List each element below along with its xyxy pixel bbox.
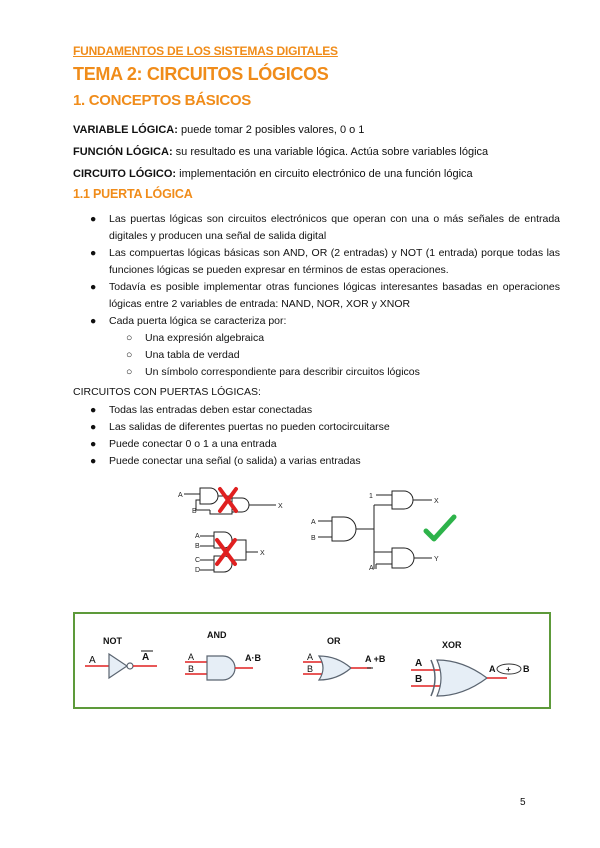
not-gate-title: NOT [103,636,123,646]
wrong-circuit-2 [200,531,258,573]
bullet-icon: ● [90,281,97,293]
definition-term: FUNCIÓN LÓGICA: [73,146,173,158]
xor-input-b: B [415,674,422,685]
cross-icon [218,487,238,513]
list-item-text: Una expresión algebraica [145,332,265,344]
list-item-text: Las salidas de diferentes puertas no pue… [109,421,390,433]
circuitos-bullet-list: ● Todas las entradas deben estar conectad… [90,402,560,470]
bullet-icon: ● [90,315,97,327]
circuitos-heading: CIRCUITOS CON PUERTAS LÓGICAS: [73,386,261,398]
input-label: A [311,519,316,526]
definition-text: su resultado es una variable lógica. Act… [172,146,489,158]
and-input-a: A [188,652,194,662]
input-label: D [195,567,200,574]
input-label: B [311,535,316,542]
xor-output-b: B [523,664,530,674]
list-item-text: Una tabla de verdad [145,349,240,361]
or-input-a: A [307,652,313,662]
bullet-icon: ● [90,438,97,450]
list-item: ● Puede conectar una señal (o salida) a v… [90,453,560,470]
definition-text: implementación en circuito electrónico d… [176,168,473,180]
sub-bullet-icon: ○ [126,366,133,378]
input-label: 1 [369,493,373,500]
xor-output-op: + [506,665,511,674]
not-output-label: A [142,652,149,663]
input-label: A [195,533,200,540]
list-item-text: Cada puerta lógica se caracteriza por: [109,315,287,327]
bullet-icon: ● [90,247,97,259]
bullet-icon: ● [90,455,97,467]
bullet-icon: ● [90,404,97,416]
input-label: B [195,543,200,550]
list-item: ○ Un símbolo correspondiente para describ… [126,364,545,381]
bullet-icon: ● [90,421,97,433]
xor-output-a: A [489,664,496,674]
output-label: X [278,503,283,510]
sub-bullet-icon: ○ [126,349,133,361]
list-item-text: Un símbolo correspondiente para describi… [145,366,420,378]
definition-circuito: CIRCUITO LÓGICO: implementación en circu… [73,168,473,180]
list-item-text: Todas las entradas deben estar conectada… [109,404,313,416]
chapter-title: TEMA 2: CIRCUITOS LÓGICOS [73,64,329,84]
output-label: X [260,550,265,557]
input-label: A [369,565,374,572]
list-item: ● Las salidas de diferentes puertas no pu… [90,419,560,436]
list-item: ● Todas las entradas deben estar conectad… [90,402,560,419]
course-title: FUNDAMENTOS DE LOS SISTEMAS DIGITALES [73,44,338,58]
list-item: ○ Una tabla de verdad [126,347,545,364]
not-gate-symbol [85,650,157,680]
list-item-text: Puede conectar una señal (o salida) a va… [109,455,361,467]
list-item: ● Las compuertas lógicas básicas son AND,… [90,245,560,279]
section-heading: 1. CONCEPTOS BÁSICOS [73,92,251,109]
not-input-label: A [89,655,96,666]
bullet-icon: ● [90,213,97,225]
list-item: ● Todavía es posible implementar otras fu… [90,279,560,313]
basic-gates-figure: NOT AND OR XOR A A A [85,630,530,697]
list-item: ● Las puertas lógicas son circuitos elect… [90,211,560,245]
basic-gates-box: NOT AND OR XOR A A A [73,612,551,709]
definition-term: CIRCUITO LÓGICO: [73,168,177,180]
or-input-b: B [307,664,313,674]
input-label: A [178,492,183,499]
input-label: B [192,508,197,515]
circuit-examples-figure: A B X A B C D X 1 A B A X Y [178,487,457,574]
cross-icon [215,538,237,566]
xor-gate-symbol [411,659,522,697]
list-item: ● Cada puerta lógica se caracteriza por: [90,313,560,330]
output-label: X [434,498,439,505]
sub-bullet-icon: ○ [126,332,133,344]
puerta-bullet-list: ● Las puertas lógicas son circuitos elect… [90,211,560,330]
page-number: 5 [520,797,526,808]
list-item-text: Las compuertas lógicas básicas son AND, … [109,247,560,276]
xor-input-a: A [415,658,422,669]
or-gate-symbol [303,655,373,681]
definition-variable: VARIABLE LÓGICA: puede tomar 2 posibles … [73,124,364,136]
xor-gate-title: XOR [442,640,462,650]
definition-term: VARIABLE LÓGICA: [73,124,178,136]
list-item-text: Todavía es posible implementar otras fun… [109,281,560,310]
list-item: ○ Una expresión algebraica [126,330,545,347]
and-output-label: A·B [245,653,261,663]
input-label: C [195,557,200,564]
list-item-text: Las puertas lógicas son circuitos electr… [109,213,560,242]
and-gate-symbol [185,655,253,681]
list-item-text: Puede conectar 0 o 1 a una entrada [109,438,277,450]
check-icon [423,514,457,542]
output-label: Y [434,556,439,563]
and-gate-title: AND [207,630,227,640]
and-input-b: B [188,664,194,674]
definition-text: puede tomar 2 posibles valores, 0 o 1 [177,124,365,136]
correct-circuit [318,490,432,569]
or-gate-title: OR [327,636,341,646]
subsection-heading: 1.1 PUERTA LÓGICA [73,187,193,201]
list-item: ● Puede conectar 0 o 1 a una entrada [90,436,560,453]
or-output-label: A +B [365,654,386,664]
puerta-subbullet-list: ○ Una expresión algebraica ○ Una tabla de … [126,330,545,381]
definition-funcion: FUNCIÓN LÓGICA: su resultado es una vari… [73,146,488,158]
